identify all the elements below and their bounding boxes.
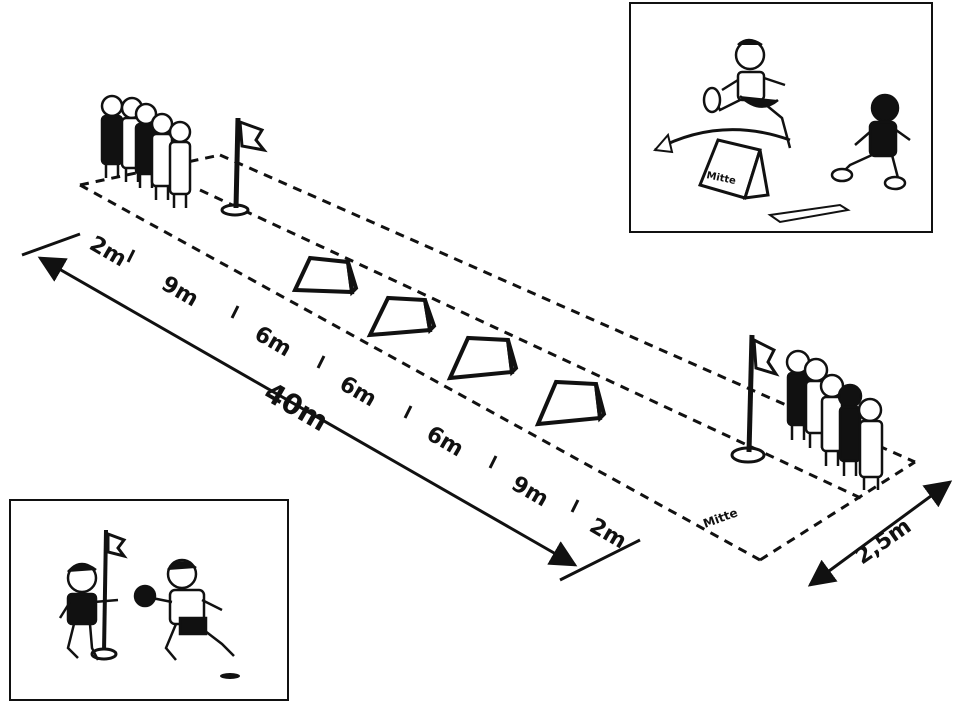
length-arrow (37, 256, 578, 567)
segment-label-4: 6m (335, 372, 381, 413)
child-running (830, 93, 911, 191)
total-length-label: 40m (259, 375, 335, 438)
inset-hurdle-jump: Mitte (629, 2, 933, 233)
segment-label-5: 6m (422, 422, 468, 463)
start-group-children (100, 94, 192, 208)
child-jumping (702, 38, 792, 149)
inset-flag-pole (90, 529, 128, 661)
finish-line (759, 460, 916, 562)
finish-flag-pole (730, 334, 780, 464)
hurdle-3 (446, 335, 519, 381)
dimension-lines (21, 232, 953, 587)
hurdles (291, 255, 607, 427)
segment-label-1: 2m (85, 232, 131, 273)
hurdle-2 (366, 295, 437, 338)
segment-label-3: 6m (250, 322, 296, 363)
inset-hurdle: Mitte (697, 138, 770, 200)
run-arrow (767, 203, 851, 224)
hurdle-4 (534, 379, 607, 427)
ball-icon (133, 584, 157, 608)
segment-label-2: 9m (157, 272, 203, 313)
segment-label-6: 9m (507, 472, 553, 513)
child-with-ball (133, 558, 235, 661)
child-waiting (58, 562, 119, 661)
width-arrow (807, 480, 953, 587)
start-flag-pole (220, 117, 268, 217)
lane-mark-label: Mitte (701, 505, 739, 530)
finish-group-children (785, 349, 884, 490)
inset-ball-handover (9, 499, 289, 701)
width-label: 2,5m (851, 514, 916, 570)
hurdle-1 (291, 255, 359, 297)
